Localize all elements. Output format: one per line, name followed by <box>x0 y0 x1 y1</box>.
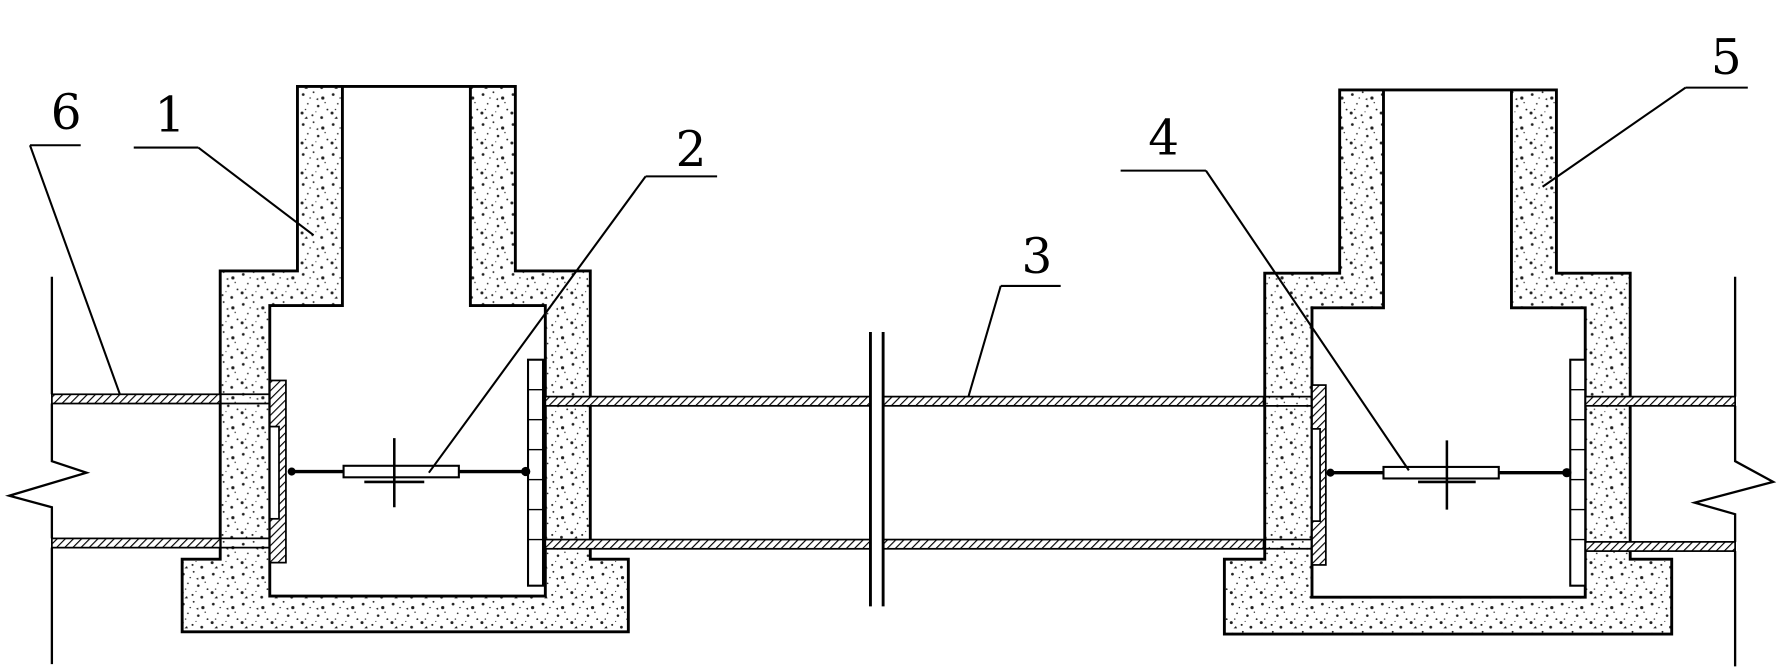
expansion-rod-right <box>1326 440 1572 510</box>
leader-4 <box>1120 169 1410 471</box>
well-left <box>180 85 630 634</box>
right-flange-plate <box>1311 384 1327 566</box>
callout-5: 5 <box>1711 30 1742 86</box>
pipe-middle <box>544 395 1313 550</box>
leader-1 <box>133 146 315 237</box>
callout-4: 4 <box>1148 110 1179 166</box>
leader-3 <box>967 284 1061 397</box>
pipe-break-mark <box>869 332 885 607</box>
callout-1: 1 <box>154 87 185 143</box>
right-bolted-flange <box>1569 358 1587 587</box>
well-right-concrete-wall <box>1222 88 1674 636</box>
leader-2 <box>428 175 718 474</box>
expansion-rod-left <box>287 438 531 508</box>
left-flange-plate <box>268 379 287 564</box>
well-right <box>1222 88 1674 636</box>
leader-6 <box>28 144 121 395</box>
well-left-concrete-wall <box>180 85 630 634</box>
left-boundary <box>5 276 91 665</box>
callout-3: 3 <box>1021 229 1052 285</box>
leader-5 <box>1541 86 1748 188</box>
right-boundary <box>1690 276 1777 667</box>
callout-2: 2 <box>676 122 707 178</box>
left-bolted-flange <box>526 358 545 587</box>
pipe-left <box>51 393 270 549</box>
callout-6: 6 <box>51 85 82 141</box>
